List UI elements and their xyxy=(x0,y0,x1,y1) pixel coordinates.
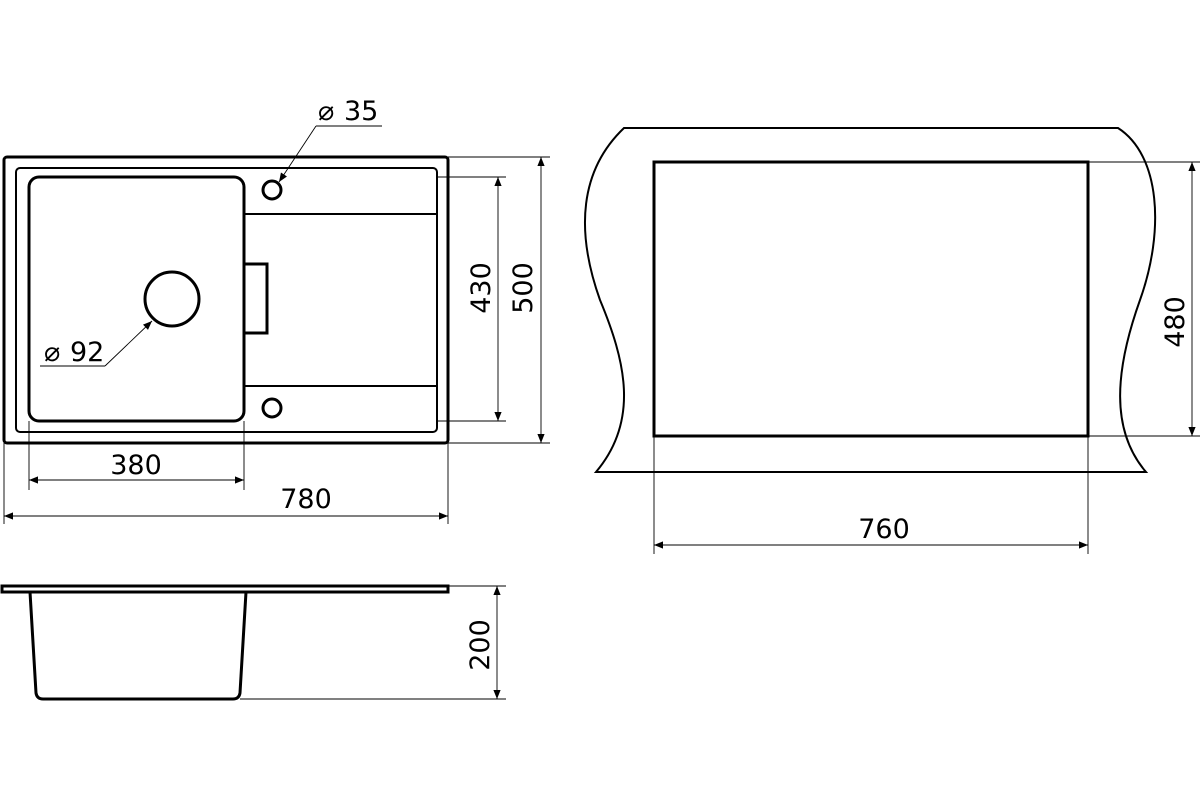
bowl-outline xyxy=(27,175,246,423)
top-view: ⌀ 92 ⌀ 35 380 780 430 xyxy=(2,96,550,524)
cutout-length-label: 480 xyxy=(1160,296,1191,348)
dimension-overall-width: 780 xyxy=(3,443,449,524)
sink-rim-profile xyxy=(0,584,450,594)
tap-hole-diameter-label: 35 xyxy=(344,96,378,127)
bowl-width-label: 380 xyxy=(110,450,162,481)
dimension-bowl-width: 380 xyxy=(28,421,245,490)
depth-label: 200 xyxy=(465,619,496,671)
sink-outer-edge xyxy=(2,155,450,445)
drain-diameter-symbol: ⌀ xyxy=(44,337,60,368)
side-view: 200 xyxy=(0,584,506,701)
dimension-cutout-length: 480 xyxy=(1088,161,1200,437)
tap-hole-top xyxy=(261,179,283,201)
drain-diameter-leader: ⌀ 92 xyxy=(40,320,153,368)
dimension-depth: 200 xyxy=(240,585,506,700)
dimension-bowl-length: 430 xyxy=(437,176,506,422)
dimension-overall-length: 500 xyxy=(448,156,550,444)
overall-width-label: 780 xyxy=(280,484,332,515)
bowl-length-label: 430 xyxy=(466,262,497,314)
drain-diameter-label: 92 xyxy=(70,337,104,368)
bowl-profile xyxy=(28,591,248,701)
cutout-template: 760 480 xyxy=(584,127,1200,554)
overflow-slot xyxy=(244,262,269,335)
cutout-width-label: 760 xyxy=(858,514,910,545)
drainboard xyxy=(244,213,437,387)
countertop-outline xyxy=(584,127,1157,473)
tap-hole-diameter-symbol: ⌀ xyxy=(318,96,334,127)
dimension-cutout-width: 760 xyxy=(653,436,1089,554)
overall-length-label: 500 xyxy=(508,262,539,314)
sink-inner-rim xyxy=(15,167,438,433)
drain-hole xyxy=(143,270,201,328)
tap-hole-diameter-leader: ⌀ 35 xyxy=(278,96,382,183)
cutout-opening xyxy=(652,160,1090,438)
tap-hole-bottom xyxy=(261,397,283,419)
